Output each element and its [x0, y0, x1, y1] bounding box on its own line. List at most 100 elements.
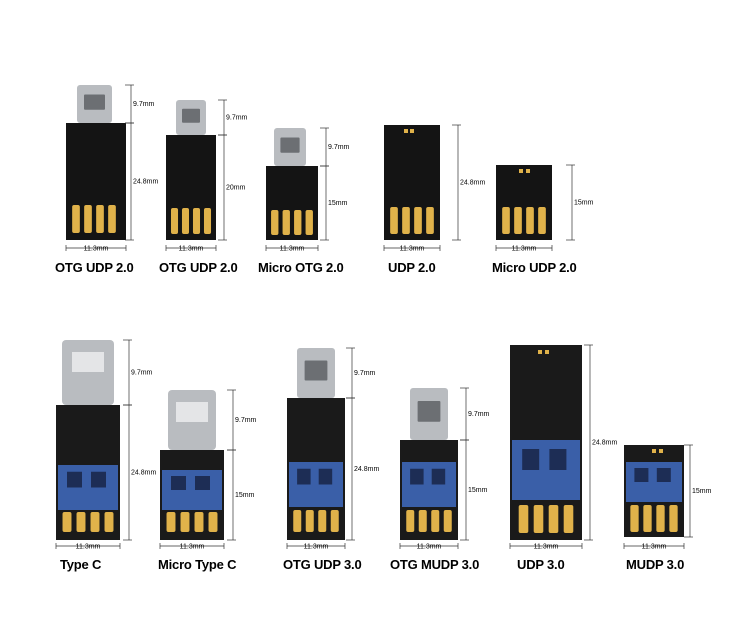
test-pad	[526, 169, 530, 173]
label-micro-udp-20: Micro UDP 2.0	[492, 260, 577, 275]
gold-pad	[643, 505, 652, 532]
connector-slot	[84, 94, 105, 110]
gold-pad	[104, 512, 114, 532]
dim-udp-20-text: 24.8mm	[460, 180, 485, 187]
dim-otg-a-top-text: 9.7mm	[133, 101, 155, 108]
gold-pad	[62, 512, 72, 532]
chip-component	[297, 468, 311, 485]
dim-otg-b-top-text: 9.7mm	[226, 115, 248, 122]
connector-slot	[182, 108, 200, 123]
chip-component	[634, 468, 649, 482]
gold-pad	[84, 205, 92, 233]
test-pad	[659, 449, 663, 453]
gold-pad	[318, 510, 327, 532]
gold-pad	[406, 510, 415, 532]
chip-component	[522, 449, 540, 470]
gold-pad	[180, 512, 190, 532]
dim-otg-mudp-30-width-text: 11.3mm	[417, 544, 442, 551]
label-otg-udp-30: OTG UDP 3.0	[283, 557, 362, 572]
dim-otg-a-body-text: 24.8mm	[133, 179, 158, 186]
test-pad	[519, 169, 523, 173]
gold-pad	[426, 207, 434, 234]
gold-pad	[533, 505, 544, 533]
connector-shell	[176, 402, 208, 422]
gold-pad	[194, 512, 204, 532]
chip-component	[431, 468, 446, 485]
connector-slot	[417, 401, 441, 422]
dim-typec-body-text: 24.8mm	[131, 470, 156, 477]
gold-pad	[390, 207, 398, 234]
dim-micro-otg-top-text: 9.7mm	[328, 144, 350, 151]
dim-otg-mudp-30-body-text: 15mm	[468, 487, 488, 494]
dim-micro-typec-top-text: 9.7mm	[235, 417, 257, 424]
gold-pad	[108, 205, 116, 233]
gold-pad	[305, 510, 314, 532]
chip-component	[67, 471, 82, 488]
gold-pad	[414, 207, 422, 234]
dim-micro-udp-20-text: 15mm	[574, 200, 594, 207]
gold-pad	[443, 510, 452, 532]
dim-micro-typec-body-text: 15mm	[235, 492, 255, 499]
gold-pad	[502, 207, 510, 234]
gold-pad	[96, 205, 104, 233]
label-otg-mudp-30: OTG MUDP 3.0	[390, 557, 480, 572]
dim-otg-mudp-30-top-text: 9.7mm	[468, 411, 490, 418]
label-udp-20: UDP 2.0	[388, 260, 436, 275]
gold-pad	[271, 210, 279, 235]
gold-pad	[170, 208, 179, 234]
gold-pad	[305, 210, 313, 235]
dim-mudp-30-width-text: 11.3mm	[642, 544, 667, 551]
gold-pad	[72, 205, 80, 233]
gold-pad	[192, 208, 201, 234]
gold-pad	[181, 208, 190, 234]
gold-pad	[548, 505, 559, 533]
label-otg-udp-20-b: OTG UDP 2.0	[159, 260, 238, 275]
dim-udp-30-text: 24.8mm	[592, 440, 617, 447]
dim-typec-width-text: 11.3mm	[76, 544, 101, 551]
dim-otg-udp-30-top-text: 9.7mm	[354, 370, 376, 377]
gold-pad	[330, 510, 339, 532]
gold-pad	[563, 505, 574, 533]
chip-component	[91, 471, 106, 488]
dim-udp-30-width-text: 11.3mm	[534, 544, 559, 551]
dim-udp-20-width-text: 11.3mm	[400, 246, 425, 253]
dim-mudp-30-text: 15mm	[692, 488, 712, 495]
test-pad	[545, 350, 549, 354]
gold-pad	[630, 505, 639, 532]
gold-pad	[431, 510, 440, 532]
gold-pad	[669, 505, 678, 532]
test-pad	[538, 350, 542, 354]
gold-pad	[538, 207, 546, 234]
gold-pad	[418, 510, 427, 532]
chip-component	[656, 468, 671, 482]
gold-pad	[203, 208, 212, 234]
gold-pad	[282, 210, 290, 235]
connector-slot	[304, 360, 328, 381]
connector-slot	[280, 137, 300, 153]
dim-otg-b-body-text: 20mm	[226, 185, 246, 192]
chip-component	[318, 468, 333, 485]
gold-pad	[208, 512, 218, 532]
label-otg-udp-20-a: OTG UDP 2.0	[55, 260, 134, 275]
test-pad	[652, 449, 656, 453]
gold-pad	[514, 207, 522, 234]
label-micro-otg-20: Micro OTG 2.0	[258, 260, 344, 275]
gold-pad	[90, 512, 100, 532]
gold-pad	[656, 505, 665, 532]
gold-pad	[166, 512, 176, 532]
dim-otg-udp-30-body-text: 24.8mm	[354, 466, 379, 473]
dim-micro-udp-20-width-text: 11.3mm	[512, 246, 537, 253]
label-micro-type-c: Micro Type C	[158, 557, 237, 572]
dim-otg-b-width-text: 11.3mm	[179, 246, 204, 253]
dim-micro-typec-width-text: 11.3mm	[180, 544, 205, 551]
label-type-c: Type C	[60, 557, 102, 572]
gold-pad	[76, 512, 86, 532]
test-pad	[404, 129, 408, 133]
chip-component	[549, 449, 567, 470]
dim-micro-otg-width-text: 11.3mm	[280, 246, 305, 253]
dim-micro-otg-body-text: 15mm	[328, 200, 348, 207]
type-c-connector	[62, 340, 114, 405]
label-udp-30: UDP 3.0	[517, 557, 565, 572]
